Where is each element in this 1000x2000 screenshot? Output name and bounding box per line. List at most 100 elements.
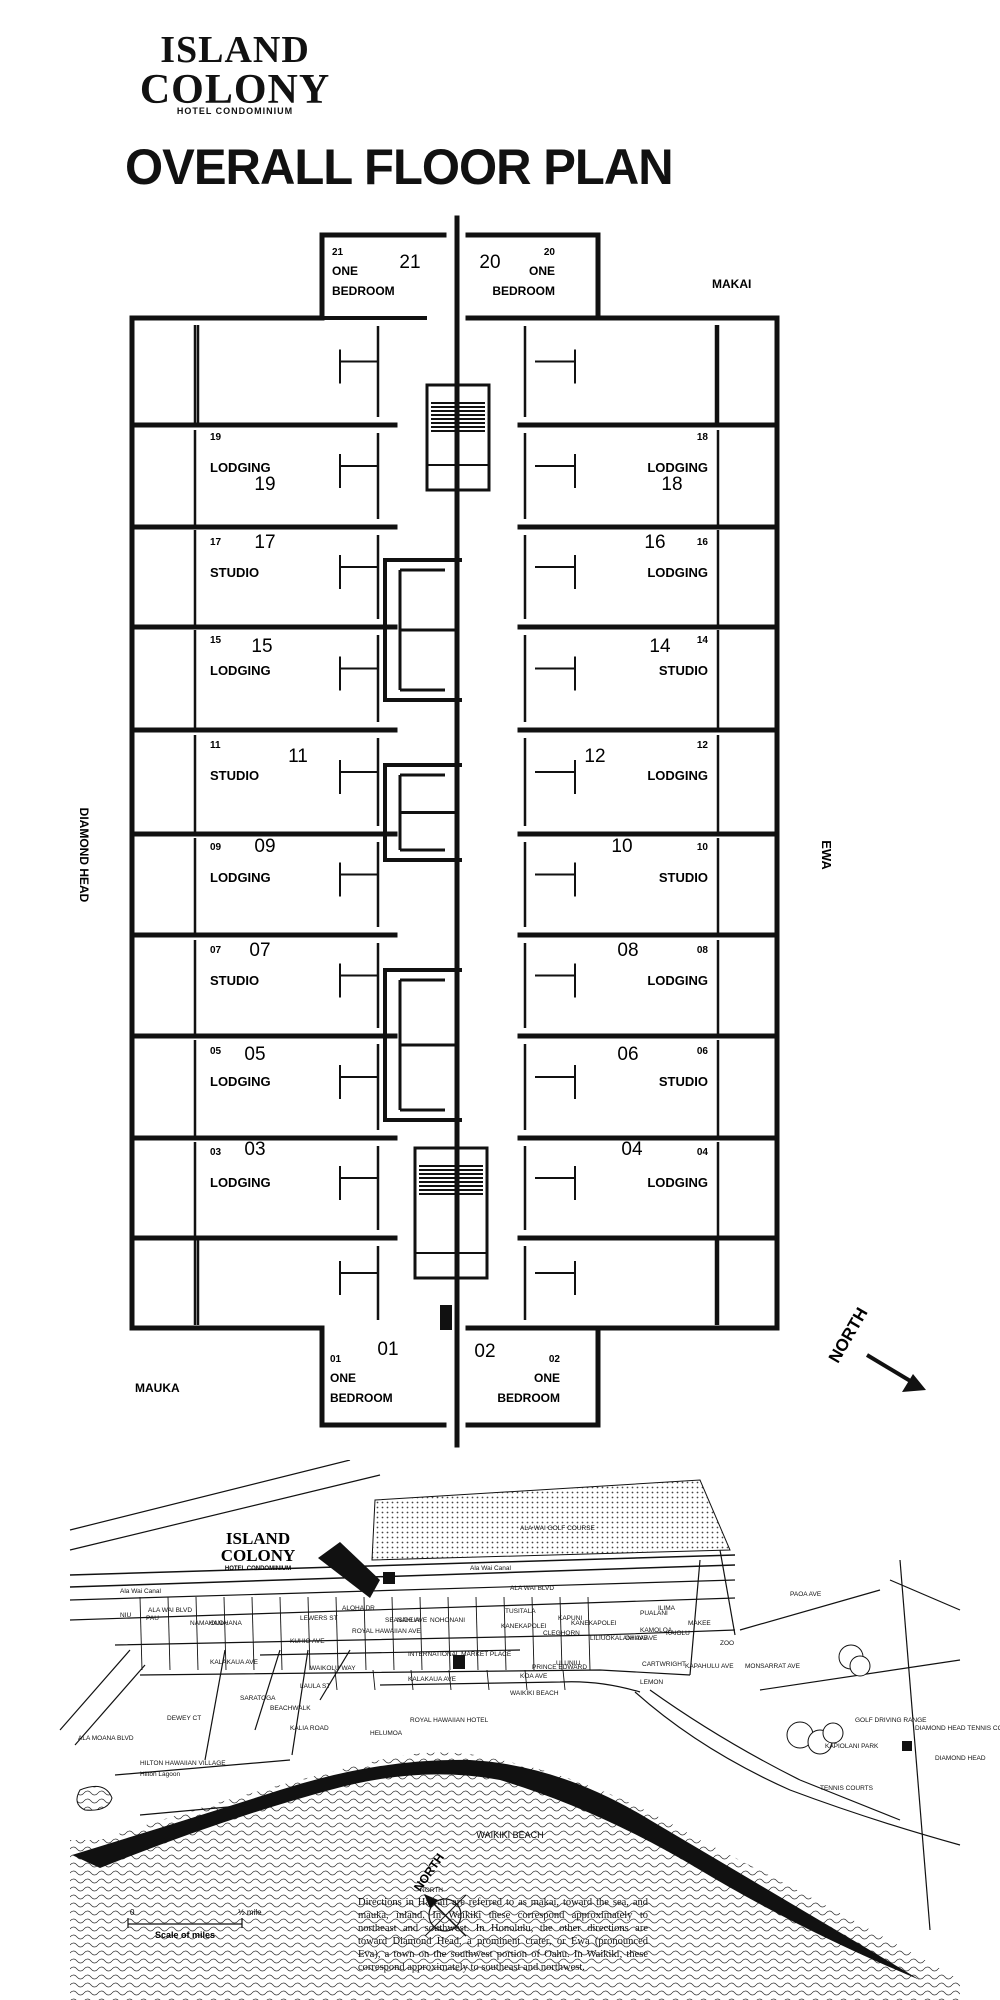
street-label: LILIUOKALANI AVE <box>590 1635 648 1642</box>
unit-type: STUDIO <box>210 768 259 783</box>
unit-number: 01 <box>377 1339 398 1360</box>
unit-type: LODGING <box>647 973 708 988</box>
unit-type: ONE <box>332 264 358 278</box>
unit-small-number: 08 <box>697 945 709 956</box>
map-logo-hotel: HOTEL CONDOMINIUM <box>225 1566 291 1572</box>
unit-type: STUDIO <box>659 663 708 678</box>
scale-bar: 0 ½ mile Scale of miles <box>127 1908 262 1940</box>
logo-line-hotel: HOTEL CONDOMINIUM <box>176 106 294 116</box>
street-label: TENNIS COURTS <box>820 1785 874 1792</box>
street-label: KALIA ROAD <box>290 1725 329 1732</box>
logo-line-colony: COLONY <box>139 67 331 113</box>
unit-small-number: 19 <box>210 432 222 443</box>
unit-small-number: 21 <box>332 247 344 258</box>
street-label: ALA WAI BLVD <box>148 1607 192 1614</box>
unit-type: STUDIO <box>210 973 259 988</box>
unit-small-number: 07 <box>210 945 222 956</box>
street-label: HELUMOA <box>370 1730 403 1737</box>
street-label: ZOO <box>720 1640 734 1647</box>
unit-small-number: 12 <box>697 740 709 751</box>
unit-type: LODGING <box>210 1074 271 1089</box>
north-arrow-head-icon <box>902 1374 926 1392</box>
unit-type: ONE <box>534 1371 560 1385</box>
unit-type-2: BEDROOM <box>497 1391 560 1405</box>
unit-type-2: BEDROOM <box>330 1391 393 1405</box>
street-label: ALOHA DR <box>342 1605 375 1612</box>
street-label: BEACHWALK <box>270 1705 311 1712</box>
unit-small-number: 20 <box>544 247 556 258</box>
label-makai: MAKAI <box>712 277 751 291</box>
unit-type: STUDIO <box>659 1074 708 1089</box>
unit-type: LODGING <box>647 460 708 475</box>
street-label: HILTON HAWAIIAN VILLAGE <box>140 1760 226 1767</box>
unit-type: LODGING <box>210 870 271 885</box>
street-label: SEASIDE AVE <box>385 1617 428 1624</box>
street-label: KAPIOLANI PARK <box>825 1743 879 1750</box>
unit-type: STUDIO <box>210 565 259 580</box>
street-label: NAMAHANA <box>190 1620 228 1627</box>
unit-small-number: 03 <box>210 1147 222 1158</box>
north-arrow: NORTH <box>825 1304 926 1392</box>
unit-type-2: BEDROOM <box>332 284 395 298</box>
street-label: NAHUA <box>397 1617 420 1624</box>
logo-line-island: ISLAND <box>160 29 310 71</box>
unit-type: LODGING <box>647 565 708 580</box>
street-label: ILIMA <box>658 1605 676 1612</box>
street-label: PRINCE EDWARD <box>532 1664 587 1671</box>
unit-number: 07 <box>249 940 270 961</box>
scale-label: Scale of miles <box>155 1930 215 1940</box>
island-colony-logo: ISLAND COLONY HOTEL CONDOMINIUM <box>130 30 340 116</box>
map-logo-colony: COLONY <box>221 1546 296 1565</box>
unit-small-number: 09 <box>210 842 222 853</box>
unit-small-number: 17 <box>210 537 222 548</box>
street-label: OLOHANA <box>210 1620 242 1627</box>
street-label: NIU <box>120 1612 132 1619</box>
street-label: MONSARRAT AVE <box>745 1663 801 1670</box>
unit-small-number: 14 <box>697 635 709 646</box>
compass-icon <box>424 1894 467 1937</box>
street-label: KUHIO AVE <box>290 1638 325 1645</box>
street-label: NORTH <box>420 1887 443 1894</box>
unit-type: LODGING <box>647 768 708 783</box>
unit-type: STUDIO <box>659 870 708 885</box>
unit-small-number: 18 <box>697 432 709 443</box>
unit-type: LODGING <box>647 1175 708 1190</box>
page-title: OVERALL FLOOR PLAN <box>125 139 674 195</box>
unit-number: 04 <box>621 1139 643 1160</box>
unit-number: 08 <box>617 940 638 961</box>
street-label: Ala Wai Canal <box>470 1565 511 1572</box>
unit-small-number: 15 <box>210 635 222 646</box>
street-label: Ala Wai Canal <box>120 1588 161 1595</box>
street-label: ALA WAI GOLF COURSE <box>520 1525 596 1532</box>
street-label: WAIKOLU WAY <box>310 1665 356 1672</box>
scale-zero: 0 <box>130 1908 135 1917</box>
hilton-lagoon <box>76 1785 113 1811</box>
unit-small-number: 06 <box>697 1046 709 1057</box>
location-map: ISLAND COLONY HOTEL CONDOMINIUM ALA WAI … <box>59 1460 1000 2000</box>
unit-small-number: 11 <box>210 740 221 751</box>
street-label: KAIOLU <box>666 1630 690 1637</box>
unit-type: LODGING <box>210 460 271 475</box>
unit-number: 03 <box>244 1139 265 1160</box>
street-label: LEWERS ST <box>300 1615 338 1622</box>
street-label: INTERNATIONAL MARKET PLACE <box>408 1651 512 1658</box>
directions-description: Directions in Hawaii are referred to as … <box>358 1897 648 1973</box>
map-logo-island: ISLAND <box>226 1529 290 1548</box>
street-label: KANEKAPOLEI <box>501 1623 547 1630</box>
street-label: KOA AVE <box>520 1673 548 1680</box>
street-label: ULUNIU <box>556 1660 581 1667</box>
street-label: CARTWRIGHT <box>642 1661 686 1668</box>
unit-number: 10 <box>611 836 632 857</box>
label-ewa: EWA <box>819 840 834 870</box>
unit-number: 14 <box>649 636 671 657</box>
unit-number: 21 <box>399 252 420 273</box>
